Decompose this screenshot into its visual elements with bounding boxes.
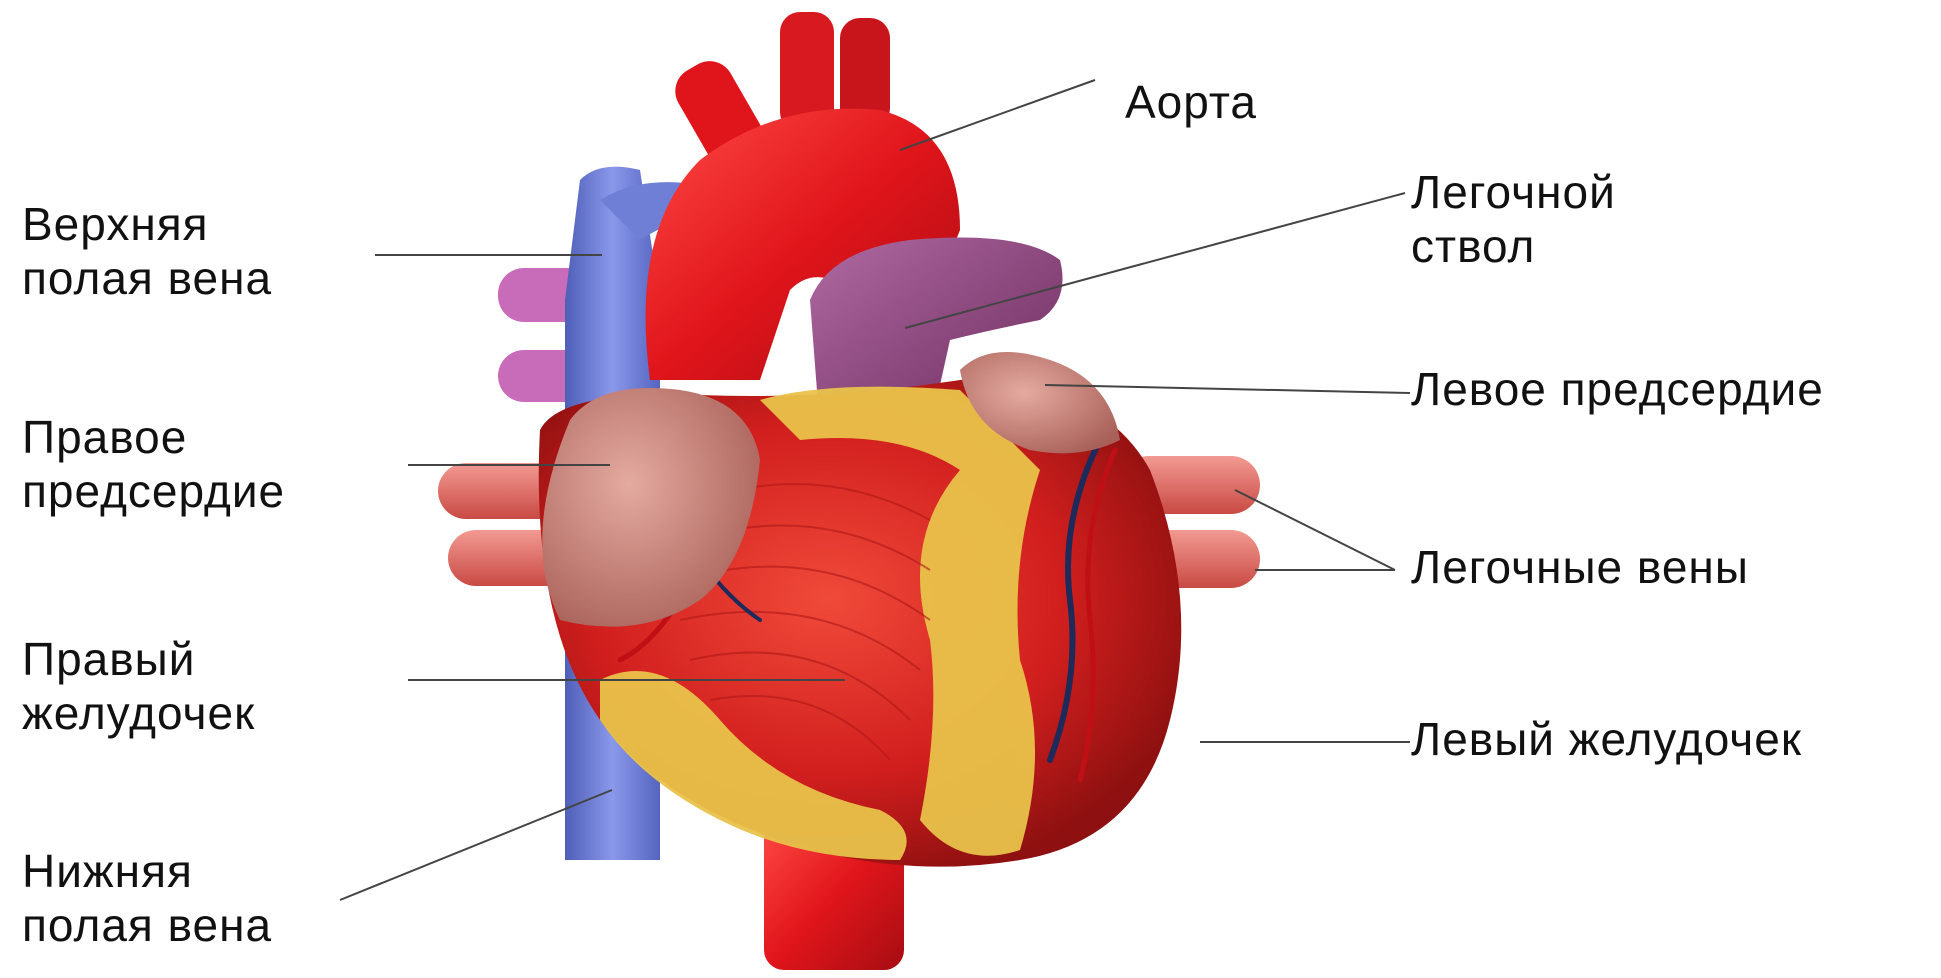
- label-pulmonary-trunk-line-1: Легочной: [1411, 165, 1616, 219]
- label-inferior-vena-cava: Нижняя полая вена: [22, 844, 272, 952]
- label-left-ventricle: Левый желудочек: [1411, 712, 1802, 766]
- label-inferior-vena-cava-line-2: полая вена: [22, 898, 272, 952]
- label-superior-vena-cava-line-2: полая вена: [22, 251, 272, 305]
- label-right-atrium-line-1: Правое: [22, 410, 285, 464]
- label-pulmonary-trunk-line-2: ствол: [1411, 219, 1616, 273]
- label-left-atrium: Левое предсердие: [1411, 362, 1824, 416]
- label-right-ventricle-line-1: Правый: [22, 632, 255, 686]
- label-pulmonary-trunk: Легочной ствол: [1411, 165, 1616, 273]
- label-right-ventricle-line-2: желудочек: [22, 686, 255, 740]
- label-superior-vena-cava-line-1: Верхняя: [22, 197, 272, 251]
- label-inferior-vena-cava-line-1: Нижняя: [22, 844, 272, 898]
- label-pulmonary-veins: Легочные вены: [1411, 540, 1749, 594]
- label-right-atrium: Правое предсердие: [22, 410, 285, 518]
- label-right-atrium-line-2: предсердие: [22, 464, 285, 518]
- label-aorta: Аорта: [1125, 75, 1257, 129]
- label-right-ventricle: Правый желудочек: [22, 632, 255, 740]
- label-superior-vena-cava: Верхняя полая вена: [22, 197, 272, 305]
